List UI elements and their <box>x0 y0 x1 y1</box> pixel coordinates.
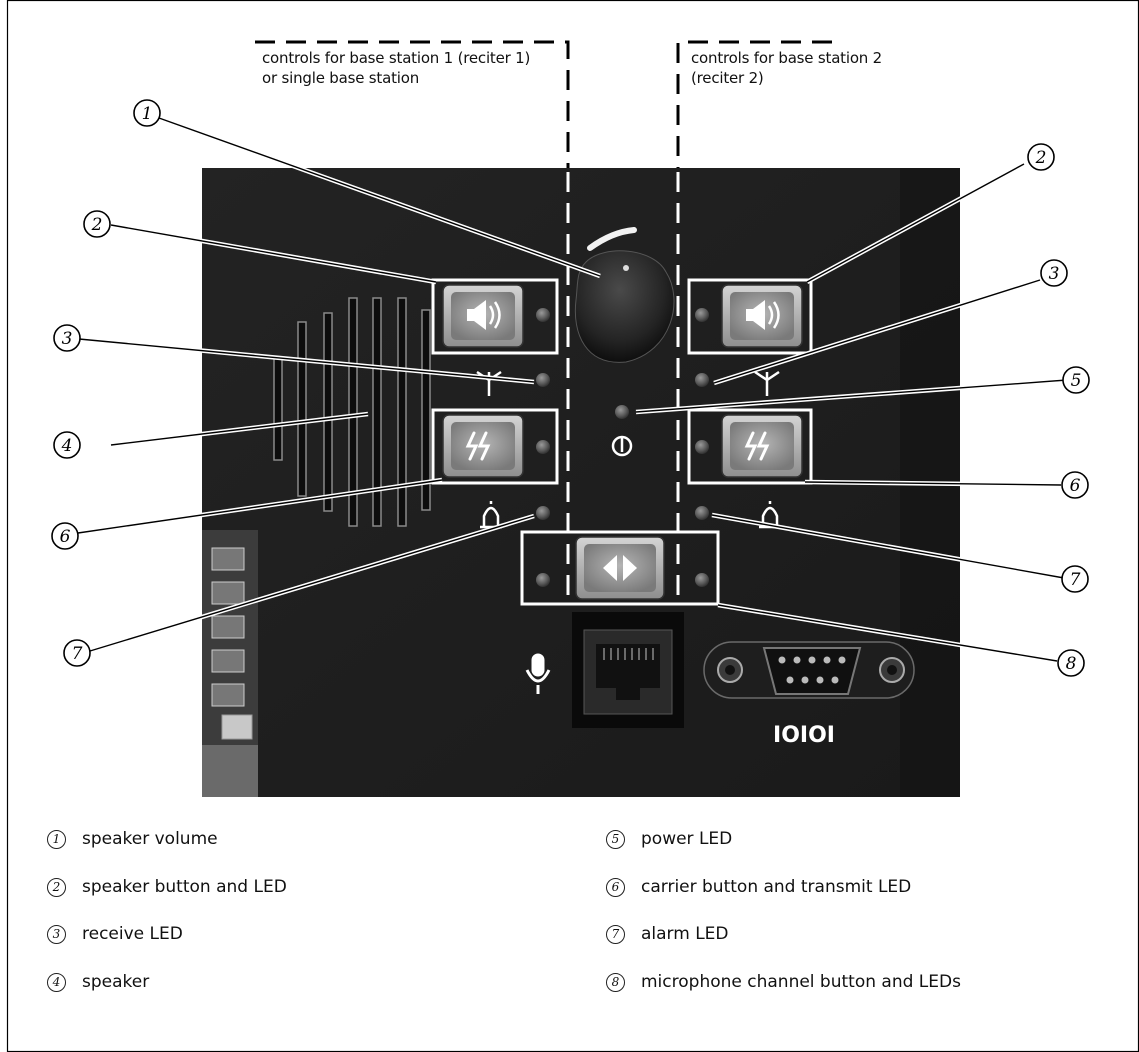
speaker-grille <box>273 297 431 527</box>
callout-4 <box>53 431 81 459</box>
receive-led-left <box>536 373 550 387</box>
legend-number: 2 <box>47 877 66 897</box>
callout-6-left-text: 6 <box>60 527 71 547</box>
carrier-icon <box>744 431 770 461</box>
legend-item: 5 power LED <box>606 827 732 851</box>
callouts <box>51 99 1090 677</box>
legend-item: 3 receive LED <box>47 922 183 946</box>
callout-3-right <box>1040 259 1068 287</box>
receive-led-right <box>695 373 709 387</box>
legend-number: 8 <box>606 972 625 992</box>
callout-3-left-text: 3 <box>62 329 73 349</box>
carrier-button-left[interactable] <box>431 408 559 485</box>
caption-base-station-2: controls for base station 2 (reciter 2) <box>691 48 931 88</box>
callout-8 <box>1057 649 1085 677</box>
speaker-button-right[interactable] <box>687 278 813 355</box>
circuit-board-strip <box>202 530 258 797</box>
callout-3-right-text: 3 <box>1049 264 1060 284</box>
legend-number: 1 <box>47 829 66 849</box>
legend-text: receive LED <box>82 924 183 944</box>
callout-8-text: 8 <box>1066 654 1077 674</box>
channel-arrows-icon <box>603 555 637 581</box>
legend-number: 3 <box>47 924 66 944</box>
speaker-volume-knob[interactable] <box>574 227 675 363</box>
legend-item: 7 alarm LED <box>606 922 729 946</box>
legend-text: speaker <box>82 972 150 992</box>
speaker-icon <box>746 300 780 330</box>
callout-2-right <box>1027 143 1055 171</box>
callout-1 <box>133 99 161 127</box>
callout-5 <box>1062 366 1090 394</box>
callout-2-left-text: 2 <box>91 215 103 235</box>
serial-port[interactable] <box>703 641 915 699</box>
legend-item: 1 speaker volume <box>47 827 218 851</box>
legend-text: speaker button and LED <box>82 877 287 897</box>
dashed-dividers <box>255 40 832 168</box>
channel-led-left <box>536 573 550 587</box>
microphone-icon <box>525 653 551 694</box>
microphone-socket[interactable] <box>572 612 684 728</box>
callout-7-left-text: 7 <box>72 644 83 664</box>
callout-1-text: 1 <box>142 104 153 124</box>
callout-2-left <box>83 210 111 238</box>
legend-item: 2 speaker button and LED <box>47 875 287 899</box>
caption-base-station-2-line2: (reciter 2) <box>691 69 764 87</box>
caption-base-station-1-line1: controls for base station 1 (reciter 1) <box>262 49 531 67</box>
power-icon <box>611 435 633 457</box>
legend-number: 4 <box>47 972 66 992</box>
legend-number: 7 <box>606 924 625 944</box>
leader-lines <box>77 115 1068 664</box>
antenna-icon <box>754 370 780 396</box>
speaker-button-left[interactable] <box>431 278 559 355</box>
speaker-led-left <box>536 308 550 322</box>
carrier-button-right[interactable] <box>687 408 813 485</box>
transmit-led-left <box>536 440 550 454</box>
caption-base-station-1: controls for base station 1 (reciter 1) … <box>262 48 562 88</box>
legend-text: microphone channel button and LEDs <box>641 972 961 992</box>
speaker-icon <box>467 300 501 330</box>
alarm-led-left <box>536 506 550 520</box>
speaker-led-right <box>695 308 709 322</box>
legend-text: power LED <box>641 829 733 849</box>
caption-base-station-1-line2: or single base station <box>262 69 420 87</box>
callout-4-text: 4 <box>61 436 73 456</box>
channel-led-right <box>695 573 709 587</box>
legend-item: 8 microphone channel button and LEDs <box>606 970 961 994</box>
callout-7-right-text: 7 <box>1070 570 1081 590</box>
legend-text: carrier button and transmit LED <box>641 877 912 897</box>
legend-number: 5 <box>606 829 625 849</box>
callout-6-left <box>51 522 79 550</box>
serial-label: IOIOI <box>773 723 835 748</box>
alarm-led-right <box>695 506 709 520</box>
legend-text: speaker volume <box>82 829 218 849</box>
legend-item: 4 speaker <box>47 970 149 994</box>
callout-2-right-text: 2 <box>1035 148 1047 168</box>
channel-button[interactable] <box>520 530 720 606</box>
callout-5-text: 5 <box>1071 371 1082 391</box>
caption-base-station-2-line1: controls for base station 2 <box>691 49 883 67</box>
power-led <box>615 405 629 419</box>
leds <box>536 308 709 587</box>
callout-7-right <box>1061 565 1089 593</box>
callout-numbers: 1 2 2 3 3 4 5 6 6 7 7 8 <box>60 104 1082 674</box>
transmit-led-right <box>695 440 709 454</box>
callout-6-right <box>1061 471 1089 499</box>
carrier-icon <box>465 431 491 461</box>
legend-item: 6 carrier button and transmit LED <box>606 875 911 899</box>
callout-6-right-text: 6 <box>1070 476 1081 496</box>
callout-3-left <box>53 324 81 352</box>
legend-text: alarm LED <box>641 924 729 944</box>
legend-number: 6 <box>606 877 625 897</box>
callout-7-left <box>63 639 91 667</box>
